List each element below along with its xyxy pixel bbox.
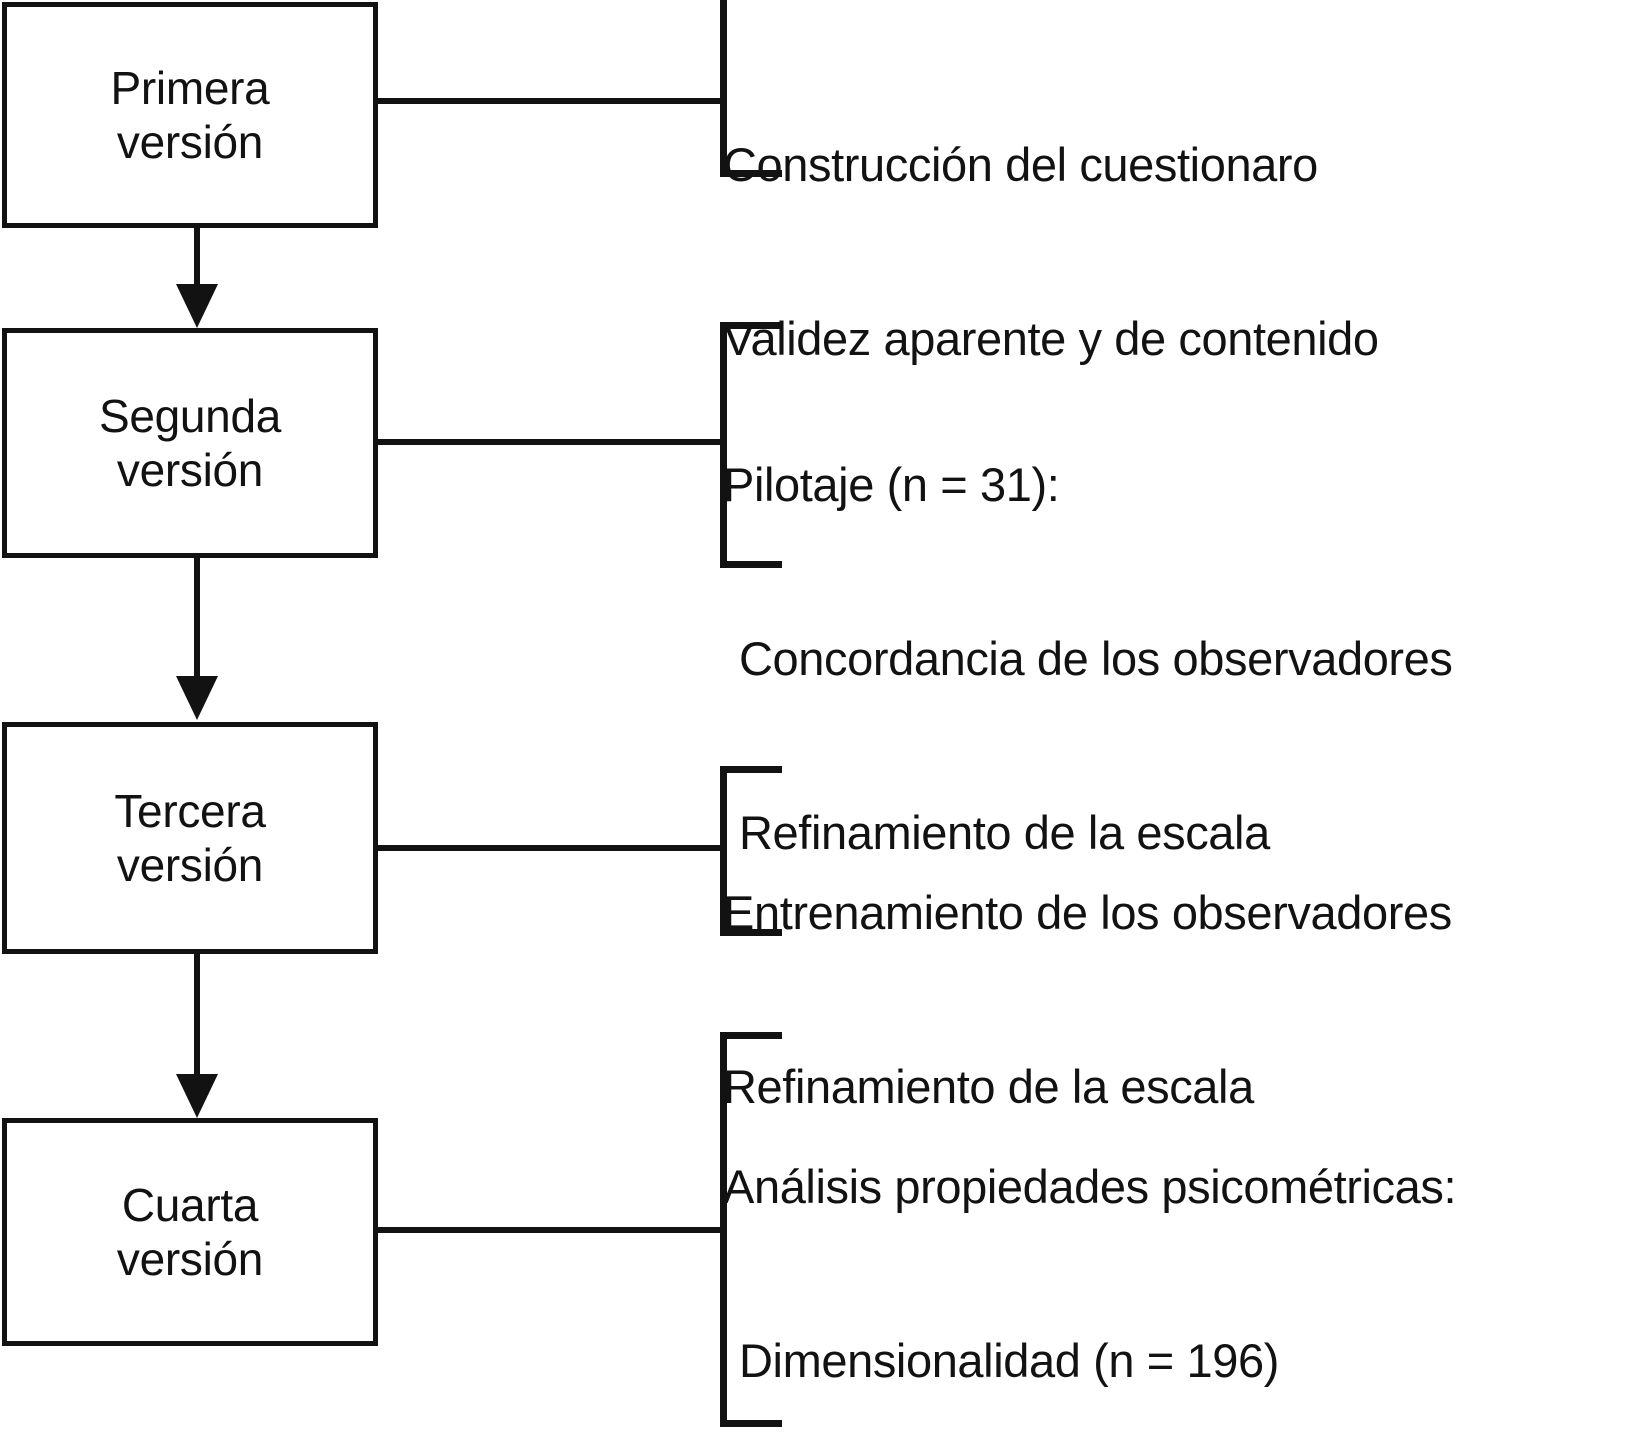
arrow-tercera-to-cuarta-stem — [194, 954, 200, 1078]
stage-cuarta-line2: versión — [116, 1233, 264, 1285]
note-segunda: Pilotaje (n = 31): Concordancia de los o… — [723, 340, 1453, 978]
connector-segunda-to-note — [378, 439, 726, 445]
stage-primera-line2: versión — [116, 116, 264, 168]
stage-cuarta-line1: Cuarta — [121, 1178, 259, 1231]
connector-cuarta-to-note — [378, 1227, 726, 1233]
stage-tercera-line1: Tercera — [114, 784, 266, 837]
note-tercera: Entrenamiento de los observadores Refina… — [723, 768, 1452, 1232]
stage-tercera-line2: versión — [116, 839, 264, 891]
arrow-primera-to-segunda-stem — [194, 228, 200, 290]
note-tercera-line-1: Entrenamiento de los observadores — [723, 886, 1452, 939]
connector-tercera-to-note — [378, 845, 726, 851]
stage-primera-line1: Primera — [110, 61, 270, 114]
arrow-segunda-to-tercera-stem — [194, 558, 200, 680]
note-primera-line-1: Construcción del cuestionaro — [723, 138, 1318, 191]
note-segunda-line-2: Concordancia de los observadores — [739, 632, 1453, 685]
note-tercera-line-2: Refinamiento de la escala — [723, 1060, 1254, 1113]
stage-box-segunda: Segunda versión — [2, 328, 378, 558]
connector-primera-to-note — [378, 98, 726, 104]
arrow-tercera-to-cuarta-head — [176, 1074, 218, 1118]
arrow-primera-to-segunda-head — [176, 284, 218, 328]
stage-segunda-line2: versión — [116, 444, 264, 496]
stage-box-tercera: Tercera versión — [2, 722, 378, 954]
note-cuarta-line-2: Dimensionalidad (n = 196) — [739, 1334, 1279, 1387]
stage-segunda-line1: Segunda — [98, 389, 282, 442]
note-primera-line-2: Validez aparente y de contenido — [723, 312, 1379, 365]
stage-box-primera: Primera versión — [2, 2, 378, 228]
note-cuarta-line-1: Análisis propiedades psicométricas: — [723, 1160, 1457, 1213]
note-cuarta: Análisis propiedades psicométricas: Dime… — [723, 1042, 1457, 1441]
note-primera: Construcción del cuestionaro Validez apa… — [723, 20, 1379, 484]
stage-box-cuarta: Cuarta versión — [2, 1118, 378, 1346]
note-segunda-line-1: Pilotaje (n = 31): — [723, 458, 1060, 511]
note-segunda-line-3: Refinamiento de la escala — [739, 806, 1270, 859]
arrow-segunda-to-tercera-head — [176, 676, 218, 720]
